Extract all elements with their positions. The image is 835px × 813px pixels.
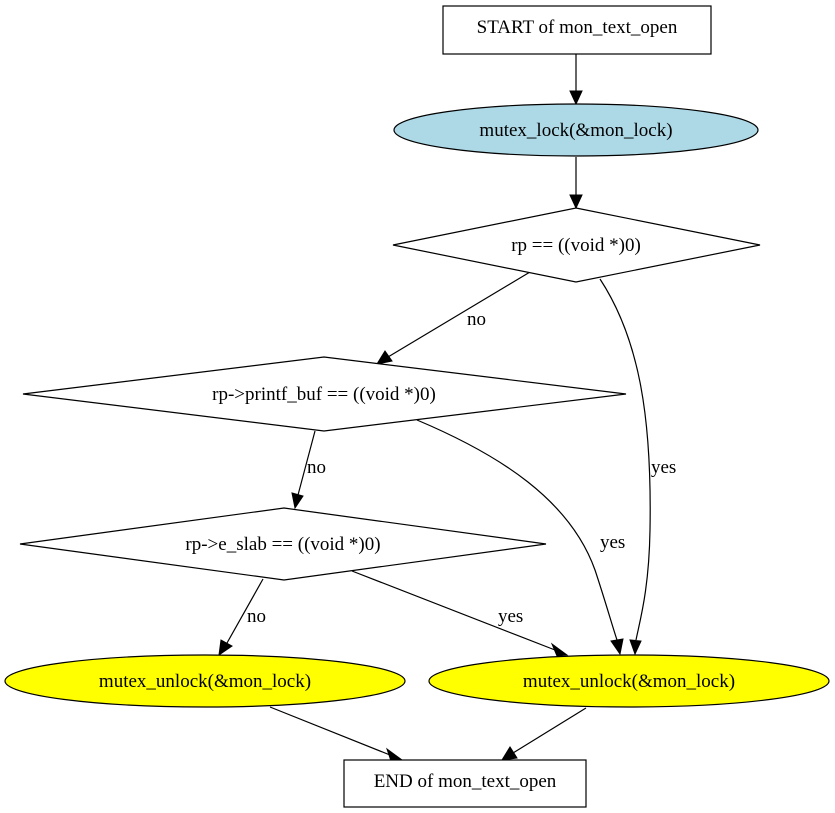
edge-cond-slab-no [226,578,264,644]
edge-cond-printf-yes [416,419,618,641]
node-start-label: START of mon_text_open [477,17,678,38]
node-end-label: END of mon_text_open [374,771,557,792]
node-cond-e-slab: rp->e_slab == ((void *)0) [19,507,547,581]
edge-label-printf-yes: yes [600,532,625,553]
arrowhead [550,642,569,657]
edge-cond-rp-no [387,271,531,358]
node-cond-printf-buf: rp->printf_buf == ((void *)0) [22,356,627,432]
node-cond-rp: rp == ((void *)0) [392,207,761,283]
edge-cond-slab-yes [351,570,556,651]
node-mutex-lock-label: mutex_lock(&mon_lock) [479,120,672,141]
node-cond-printf-buf-label: rp->printf_buf == ((void *)0) [212,384,436,405]
node-end: END of mon_text_open [343,759,587,808]
arrowhead [569,194,583,210]
arrowhead [569,90,583,106]
node-mutex-unlock-right: mutex_unlock(&mon_lock) [428,654,830,708]
arrowhead [375,350,393,365]
edge-label-rp-yes: yes [651,457,676,478]
edge-cond-printf-no [297,430,316,496]
edge-label-printf-no: no [307,457,326,478]
node-mutex-lock: mutex_lock(&mon_lock) [393,103,759,157]
arrowhead [501,746,518,761]
node-cond-e-slab-label: rp->e_slab == ((void *)0) [185,534,380,555]
edge-unlock-right-to-end [512,707,587,754]
edge-label-rp-no: no [467,309,486,330]
arrowhead [218,639,233,657]
node-cond-rp-label: rp == ((void *)0) [511,235,641,256]
arrowhead [610,638,624,656]
arrowhead [629,639,642,656]
edge-cond-rp-yes [599,278,651,641]
arrowhead [386,747,404,762]
edge-unlock-left-to-end [269,706,391,756]
node-mutex-unlock-left-label: mutex_unlock(&mon_lock) [99,671,311,692]
edge-label-slab-no: no [247,606,266,627]
node-mutex-unlock-left: mutex_unlock(&mon_lock) [4,654,406,708]
node-mutex-unlock-right-label: mutex_unlock(&mon_lock) [523,671,735,692]
node-start: START of mon_text_open [442,5,712,55]
edge-label-slab-yes: yes [498,606,523,627]
arrowhead [291,492,304,510]
